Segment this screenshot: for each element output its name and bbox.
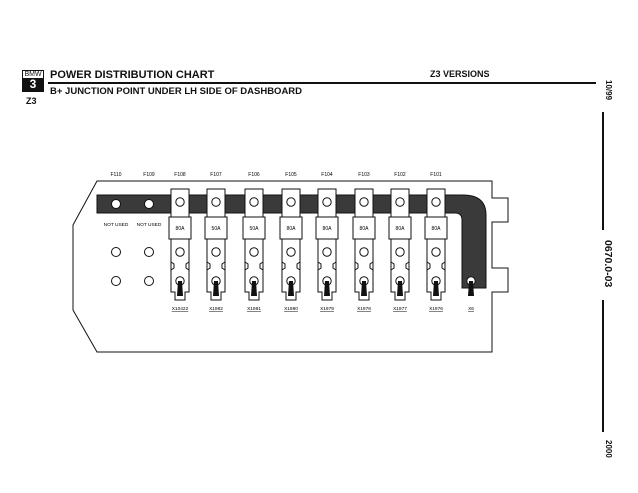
model-label: Z3 (26, 96, 37, 106)
fuse-id-label: F106 (248, 172, 260, 178)
fuse-notch (221, 261, 226, 271)
margin-rule-top (602, 112, 604, 230)
logo-brand: BMW (24, 71, 42, 78)
fuse-id-label: F109 (143, 172, 155, 178)
terminal-hole (111, 276, 121, 286)
connector-label: X1982 (209, 306, 223, 312)
fuse-notch (369, 261, 374, 271)
fuse-rating-label: 80A (396, 226, 406, 232)
fuse-rating-label: 80A (323, 226, 333, 232)
fuse-notch (405, 261, 410, 271)
fuse-stud (322, 197, 332, 207)
fuse-rating-label: 80A (432, 226, 442, 232)
fuse-notch (281, 261, 286, 271)
fuse-stud (175, 197, 185, 207)
fuse-rating-label: 80A (176, 226, 186, 232)
fuse-terminal-hole (249, 247, 259, 257)
fuse-notch (354, 261, 359, 271)
fuse-id-label: F108 (174, 172, 186, 178)
fuse-notch (317, 261, 322, 271)
fuse-terminal-hole (359, 247, 369, 257)
fuse-rating-label: 50A (250, 226, 260, 232)
fuse-notch (332, 261, 337, 271)
junction-block-outline (72, 180, 509, 353)
logo-series: 3 (23, 78, 43, 91)
terminal-screw (251, 281, 257, 296)
terminal-screw (177, 281, 183, 296)
bus-terminal-screw (468, 281, 474, 296)
connector-label: X1976 (429, 306, 443, 312)
fuse-terminal-hole (211, 247, 221, 257)
fuse-id-label: F103 (358, 172, 370, 178)
fuse-rating-label: NOT USED (104, 222, 129, 228)
page-title: POWER DISTRIBUTION CHART (50, 69, 215, 81)
connector-label: X1980 (284, 306, 298, 312)
connector-label: X1981 (247, 306, 261, 312)
bus-stud-hole (144, 199, 154, 209)
versions-label: Z3 VERSIONS (430, 69, 490, 79)
header-rule (48, 82, 596, 84)
fuse-id-label: F105 (285, 172, 297, 178)
bmw-logo-box (22, 70, 44, 92)
terminal-screw (397, 281, 403, 296)
fuse-rating-label: NOT USED (137, 222, 162, 228)
fuse-stud (249, 197, 259, 207)
bus-stud-hole (111, 199, 121, 209)
fuse-stud (359, 197, 369, 207)
page-subtitle: B+ JUNCTION POINT UNDER LH SIDE OF DASHB… (50, 86, 303, 97)
fuse-stud (431, 197, 441, 207)
fuse-terminal-hole (322, 247, 332, 257)
fuse-id-label: F107 (210, 172, 222, 178)
bus-connector-label: X6 (468, 306, 474, 312)
fuse-notch (244, 261, 249, 271)
terminal-screw (433, 281, 439, 296)
fuse-stud (395, 197, 405, 207)
fuse-notch (296, 261, 301, 271)
terminal-hole (144, 247, 154, 257)
terminal-hole (111, 247, 121, 257)
connector-label: X1977 (393, 306, 407, 312)
fuse-id-label: F104 (321, 172, 333, 178)
fuse-notch (426, 261, 431, 271)
connector-label: X10422 (172, 306, 189, 312)
margin-rule-bottom (602, 300, 604, 432)
fuse-notch (390, 261, 395, 271)
fuse-terminal-hole (431, 247, 441, 257)
terminal-screw (288, 281, 294, 296)
fuse-terminal-hole (175, 247, 185, 257)
terminal-hole (144, 276, 154, 286)
fuse-stud (286, 197, 296, 207)
fuse-notch (170, 261, 175, 271)
fuse-notch (259, 261, 264, 271)
fuse-terminal-hole (286, 247, 296, 257)
fuse-rating-label: 50A (212, 226, 222, 232)
fuse-notch (441, 261, 446, 271)
fuse-id-label: F102 (394, 172, 406, 178)
fuse-id-label: F101 (430, 172, 442, 178)
fuse-terminal-hole (395, 247, 405, 257)
fuse-notch (185, 261, 190, 271)
connector-label: X1979 (320, 306, 334, 312)
fuse-stud (211, 197, 221, 207)
bus-bar (96, 194, 487, 289)
fuse-id-label: F110 (110, 172, 121, 178)
terminal-screw (361, 281, 367, 296)
terminal-screw (213, 281, 219, 296)
fuse-rating-label: 80A (287, 226, 297, 232)
terminal-screw (324, 281, 330, 296)
connector-label: X1978 (357, 306, 371, 312)
fuse-notch (206, 261, 211, 271)
fuse-rating-label: 80A (360, 226, 370, 232)
